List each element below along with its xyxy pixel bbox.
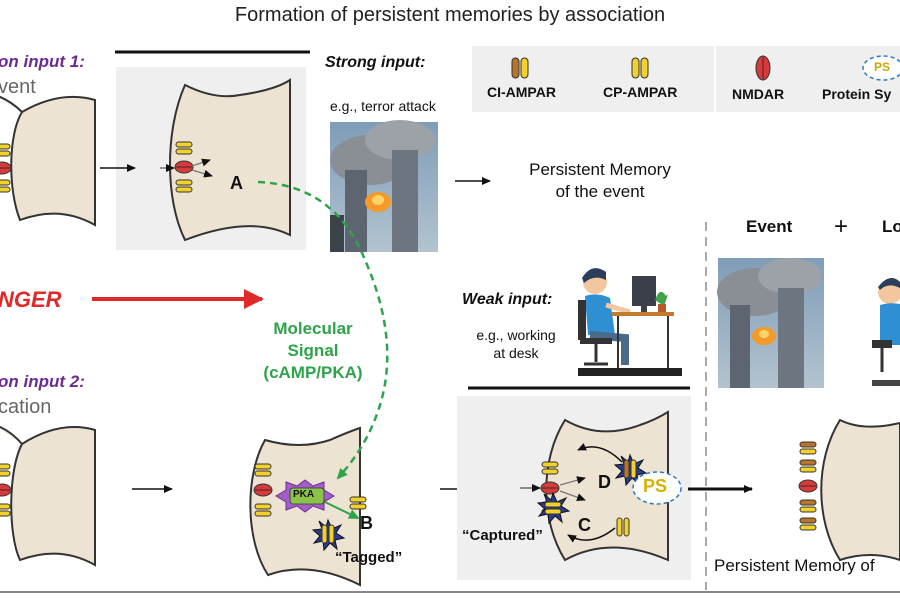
captured-label: “Captured” [462, 527, 543, 544]
legend-ci-ampar: CI-AMPAR [487, 84, 556, 100]
weak-input-label: Weak input: [462, 291, 553, 308]
danger-label: NGER [0, 287, 62, 312]
person-at-desk-illustration [575, 262, 685, 380]
weak-input-example-2: at desk [493, 345, 539, 361]
input1-label: on input 1: [0, 52, 85, 71]
person-desk-partial [872, 278, 900, 386]
strong-input-label: Strong input: [325, 54, 426, 71]
marker-c: C [578, 515, 591, 535]
ampar-free [616, 517, 630, 537]
input2-label: on input 2: [0, 372, 85, 391]
cell-final [820, 418, 900, 562]
marker-d: D [598, 472, 611, 492]
legend-nmdar-icon [755, 55, 771, 81]
marker-a: A [230, 173, 243, 193]
pka-label: PKA [293, 489, 315, 500]
memory-bottom: Persistent Memory of [714, 556, 875, 575]
ps-circle [632, 471, 682, 505]
memory-event-line2: of the event [555, 182, 645, 201]
plus-sign: + [834, 213, 849, 240]
cell-top-middle [169, 78, 291, 242]
event-label: Event [746, 217, 793, 236]
legend-ps-symbol: PS [874, 60, 891, 74]
strong-input-example: e.g., terror attack [330, 98, 436, 114]
legend-cp-ampar-icon [631, 57, 649, 79]
molecular-line2: Signal [287, 341, 339, 360]
input1-sub: vent [0, 76, 36, 98]
photo-event [717, 258, 824, 388]
weak-input-example-1: e.g., working [476, 327, 556, 343]
legend-cp-ampar: CP-AMPAR [603, 84, 678, 100]
tagged-label: “Tagged” [335, 549, 403, 566]
ps-label: PS [643, 476, 668, 496]
molecular-signal-arrow [257, 180, 389, 480]
d-burst [614, 454, 647, 486]
cell-top-left [0, 95, 96, 227]
legend-box [472, 46, 900, 112]
page-title: Formation of persistent memories by asso… [234, 4, 666, 26]
tag-burst [312, 519, 345, 551]
marker-b: B [360, 513, 373, 533]
photo-terror-attack [330, 120, 438, 252]
memory-event-line1: Persistent Memory [529, 160, 671, 179]
cell-bottom-left [0, 425, 96, 567]
legend-ps-icon [862, 55, 900, 81]
molecular-line1: Molecular [273, 319, 353, 338]
lo-label: Lo [882, 217, 900, 236]
legend-protein: Protein Sy [822, 86, 892, 102]
legend-nmdar: NMDAR [732, 86, 785, 102]
input2-sub: cation [0, 396, 52, 418]
molecular-line3: (cAMP/PKA) [263, 363, 363, 382]
legend-ci-ampar-icon [511, 57, 529, 79]
